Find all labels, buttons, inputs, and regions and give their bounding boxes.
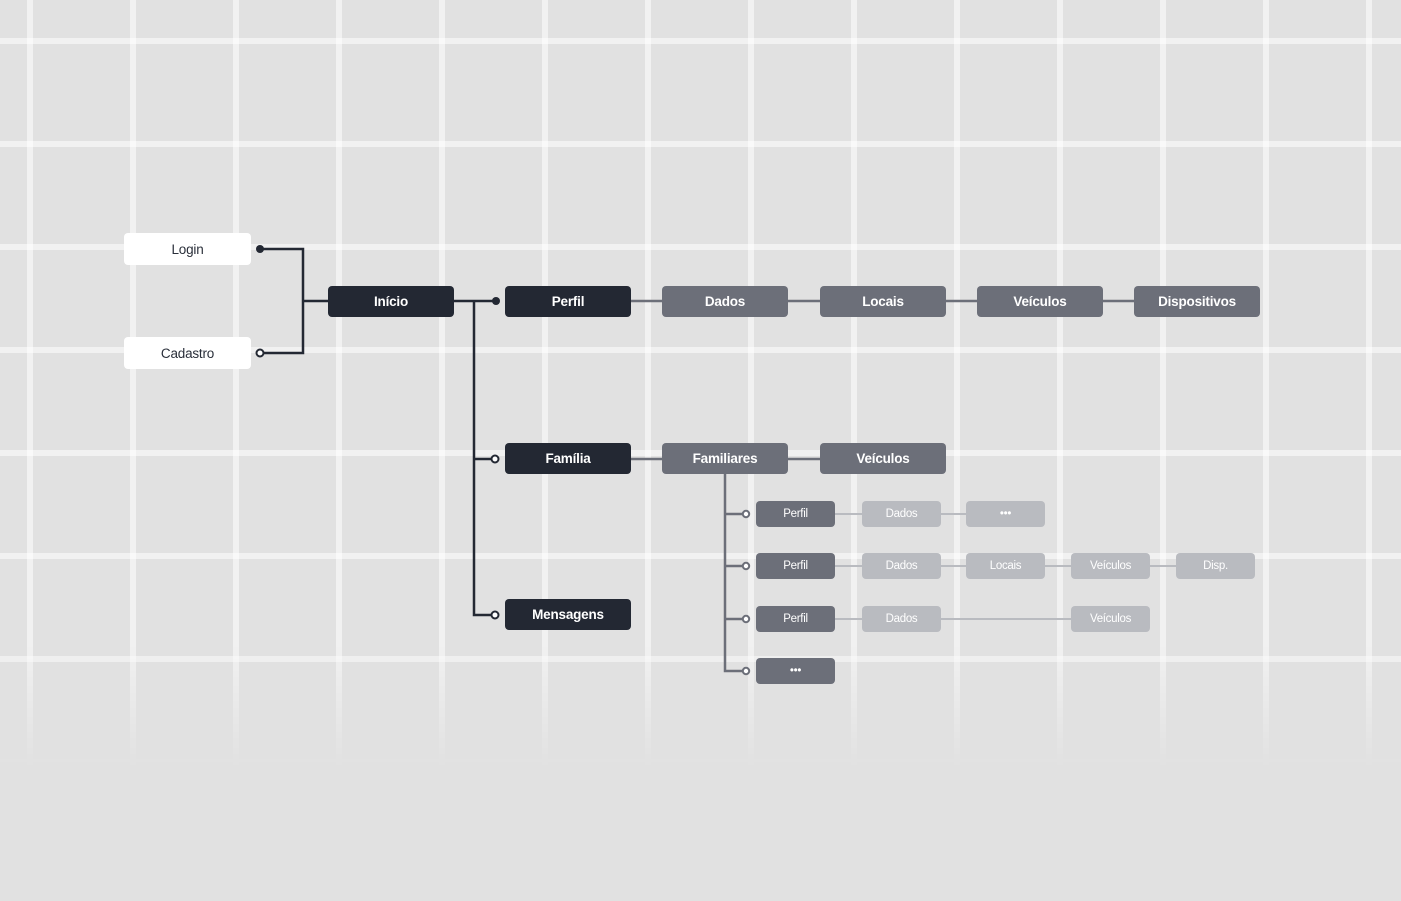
inicio-connectors xyxy=(453,299,496,617)
login-node[interactable]: Login xyxy=(124,233,251,265)
mensagens-node[interactable]: Mensagens xyxy=(505,599,631,630)
familiar-row2-dados-node[interactable]: Dados xyxy=(862,553,941,579)
dispositivos-node[interactable]: Dispositivos xyxy=(1134,286,1260,317)
perfil-connector-dot xyxy=(492,297,500,305)
familiar-row2-veiculos-node[interactable]: Veículos xyxy=(1071,553,1150,579)
inicio-node[interactable]: Início xyxy=(328,286,454,317)
familia-connector-dot xyxy=(490,454,500,464)
familiar-row2-disp-node[interactable]: Disp. xyxy=(1176,553,1255,579)
familiar-row3-dot xyxy=(741,614,751,624)
familiar-row4-dot xyxy=(741,666,751,676)
familiar-row2-dot xyxy=(741,561,751,571)
dados-node[interactable]: Dados xyxy=(662,286,788,317)
familiares-node[interactable]: Familiares xyxy=(662,443,788,474)
familia-node[interactable]: Família xyxy=(505,443,631,474)
auth-connectors xyxy=(261,247,329,355)
locais-node[interactable]: Locais xyxy=(820,286,946,317)
familiar-row1-dot xyxy=(741,509,751,519)
login-connector-dot xyxy=(256,245,264,253)
cadastro-connector-dot xyxy=(255,348,265,358)
familiar-rows-connectors xyxy=(834,513,1177,620)
familiar-row4-more-node[interactable]: ••• xyxy=(756,658,835,684)
familiar-row2-locais-node[interactable]: Locais xyxy=(966,553,1045,579)
familiar-row3-perfil-node[interactable]: Perfil xyxy=(756,606,835,632)
cadastro-node[interactable]: Cadastro xyxy=(124,337,251,369)
familiar-row3-dados-node[interactable]: Dados xyxy=(862,606,941,632)
familiar-row2-perfil-node[interactable]: Perfil xyxy=(756,553,835,579)
perfil-node[interactable]: Perfil xyxy=(505,286,631,317)
familiares-veiculos-node[interactable]: Veículos xyxy=(820,443,946,474)
mensagens-connector-dot xyxy=(490,610,500,620)
familiar-row3-veiculos-node[interactable]: Veículos xyxy=(1071,606,1150,632)
familiar-row1-perfil-node[interactable]: Perfil xyxy=(756,501,835,527)
veiculos-node[interactable]: Veículos xyxy=(977,286,1103,317)
familiar-row1-dados-node[interactable]: Dados xyxy=(862,501,941,527)
familiar-row1-more-node[interactable]: ••• xyxy=(966,501,1045,527)
